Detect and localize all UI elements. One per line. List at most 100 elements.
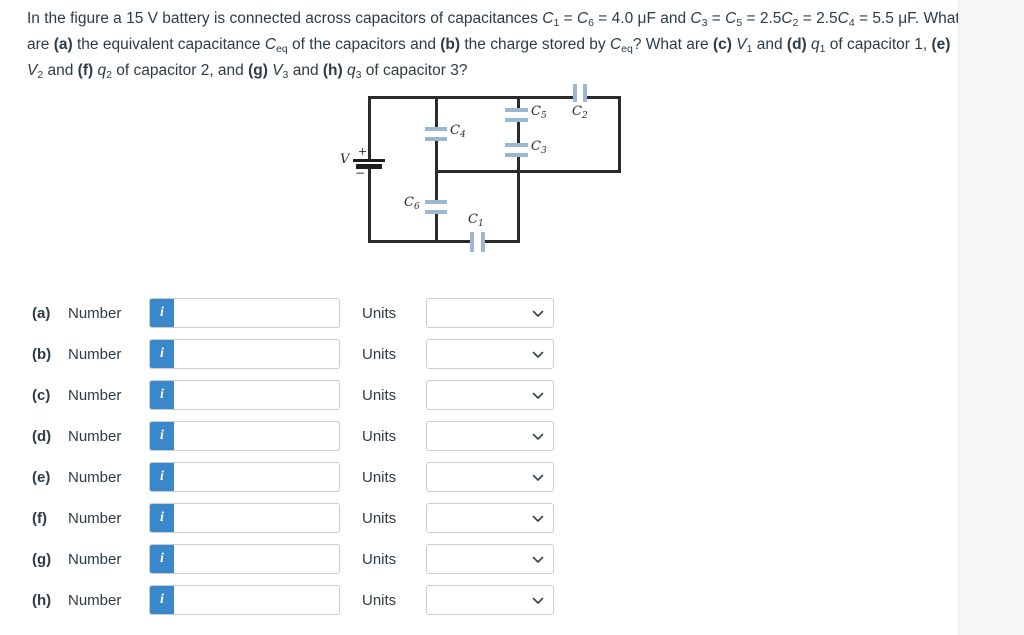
wire [517, 121, 520, 143]
text-segment: of capacitor 1, [825, 36, 932, 53]
number-input[interactable] [174, 340, 339, 368]
wire [368, 96, 371, 160]
text-segment: (a) [53, 36, 73, 53]
number-label: Number [68, 468, 122, 486]
label-c4: C4 [450, 123, 466, 140]
text-segment: (c) [712, 36, 732, 53]
number-input-group: i [149, 380, 340, 410]
number-input[interactable] [174, 545, 339, 573]
chevron-down-icon [532, 474, 544, 481]
number-label: Number [68, 304, 122, 322]
label-c1: C1 [468, 212, 484, 229]
units-select[interactable] [426, 503, 554, 533]
text-segment: 2 [792, 17, 799, 29]
text-segment: C [725, 10, 737, 27]
info-button[interactable]: i [150, 299, 174, 327]
wire [368, 96, 573, 99]
number-label: Number [68, 386, 122, 404]
number-input[interactable] [174, 463, 339, 491]
battery-minus-sign: − [355, 166, 366, 180]
answer-row-h: (h) Number i Units [0, 585, 554, 615]
number-input[interactable] [174, 381, 339, 409]
text-segment: = [559, 10, 577, 27]
number-input-group: i [149, 503, 340, 533]
wire [618, 96, 621, 173]
number-input-group: i [149, 298, 340, 328]
units-label: Units [362, 591, 397, 609]
number-input-group: i [149, 421, 340, 451]
wire [517, 96, 520, 108]
units-label: Units [362, 304, 397, 322]
units-select[interactable] [426, 585, 554, 615]
row-letter: (h) [32, 591, 52, 609]
info-button[interactable]: i [150, 422, 174, 450]
capacitor-plate [425, 127, 447, 131]
wire [484, 240, 520, 243]
units-select[interactable] [426, 421, 554, 451]
wire [435, 213, 438, 243]
text-segment: (e) [931, 36, 951, 53]
number-input[interactable] [174, 299, 339, 327]
capacitor-plate [425, 137, 447, 141]
chevron-down-icon [532, 556, 544, 563]
info-button[interactable]: i [150, 586, 174, 614]
text-segment: ? What are [632, 36, 713, 53]
row-letter: (b) [32, 345, 52, 363]
capacitor-plate [425, 200, 447, 204]
chevron-down-icon [532, 310, 544, 317]
text-segment: (f) [77, 62, 94, 79]
chevron-down-icon [532, 392, 544, 399]
info-button[interactable]: i [150, 463, 174, 491]
text-segment: eq [621, 43, 633, 55]
row-letter: (d) [32, 427, 52, 445]
info-button[interactable]: i [150, 340, 174, 368]
capacitor-plate [583, 84, 587, 102]
units-label: Units [362, 345, 397, 363]
label-c3: C3 [531, 139, 547, 156]
units-select[interactable] [426, 380, 554, 410]
question-line-2: are (a) the equivalent capacitance Ceq o… [27, 34, 957, 60]
text-segment: and [752, 36, 787, 53]
number-input[interactable] [174, 504, 339, 532]
text-segment: the equivalent capacitance [72, 36, 265, 53]
text-segment: C [690, 10, 702, 27]
label-c5: C5 [531, 104, 547, 121]
info-button[interactable]: i [150, 381, 174, 409]
text-segment: 6 [588, 17, 594, 29]
circuit-diagram: V + − C4 C5 C3 C2 C6 C1 [340, 82, 640, 267]
text-segment: and [288, 62, 323, 79]
row-letter: (c) [32, 386, 51, 404]
row-letter: (a) [32, 304, 51, 322]
number-input[interactable] [174, 586, 339, 614]
number-input[interactable] [174, 422, 339, 450]
question-line-1: In the figure a 15 V battery is connecte… [27, 8, 960, 34]
info-button[interactable]: i [150, 545, 174, 573]
units-select[interactable] [426, 339, 554, 369]
text-segment: the charge stored by [460, 36, 610, 53]
capacitor-plate [470, 232, 474, 252]
text-segment: = 2.5 [742, 10, 782, 27]
units-select[interactable] [426, 462, 554, 492]
text-segment: 1 [746, 43, 753, 55]
units-select[interactable] [426, 298, 554, 328]
answer-rows: (a) Number i Units (b) Number i Units (c… [0, 298, 554, 626]
text-segment: q [346, 62, 356, 79]
units-select[interactable] [426, 544, 554, 574]
text-segment: 1 [553, 17, 560, 29]
text-segment: C [542, 10, 554, 27]
wire [435, 170, 438, 200]
info-button[interactable]: i [150, 504, 174, 532]
text-segment: = 2.5 [798, 10, 838, 27]
text-segment: are [27, 36, 54, 53]
capacitor-plate [425, 210, 447, 214]
number-label: Number [68, 591, 122, 609]
chevron-down-icon [532, 515, 544, 522]
label-c6: C6 [404, 195, 420, 212]
wire [435, 140, 438, 173]
text-segment: 5 [736, 17, 743, 29]
wire [435, 96, 438, 127]
capacitor-plate [505, 108, 528, 112]
text-segment: q [811, 36, 820, 53]
units-label: Units [362, 509, 397, 527]
capacitor-plate [505, 143, 528, 147]
